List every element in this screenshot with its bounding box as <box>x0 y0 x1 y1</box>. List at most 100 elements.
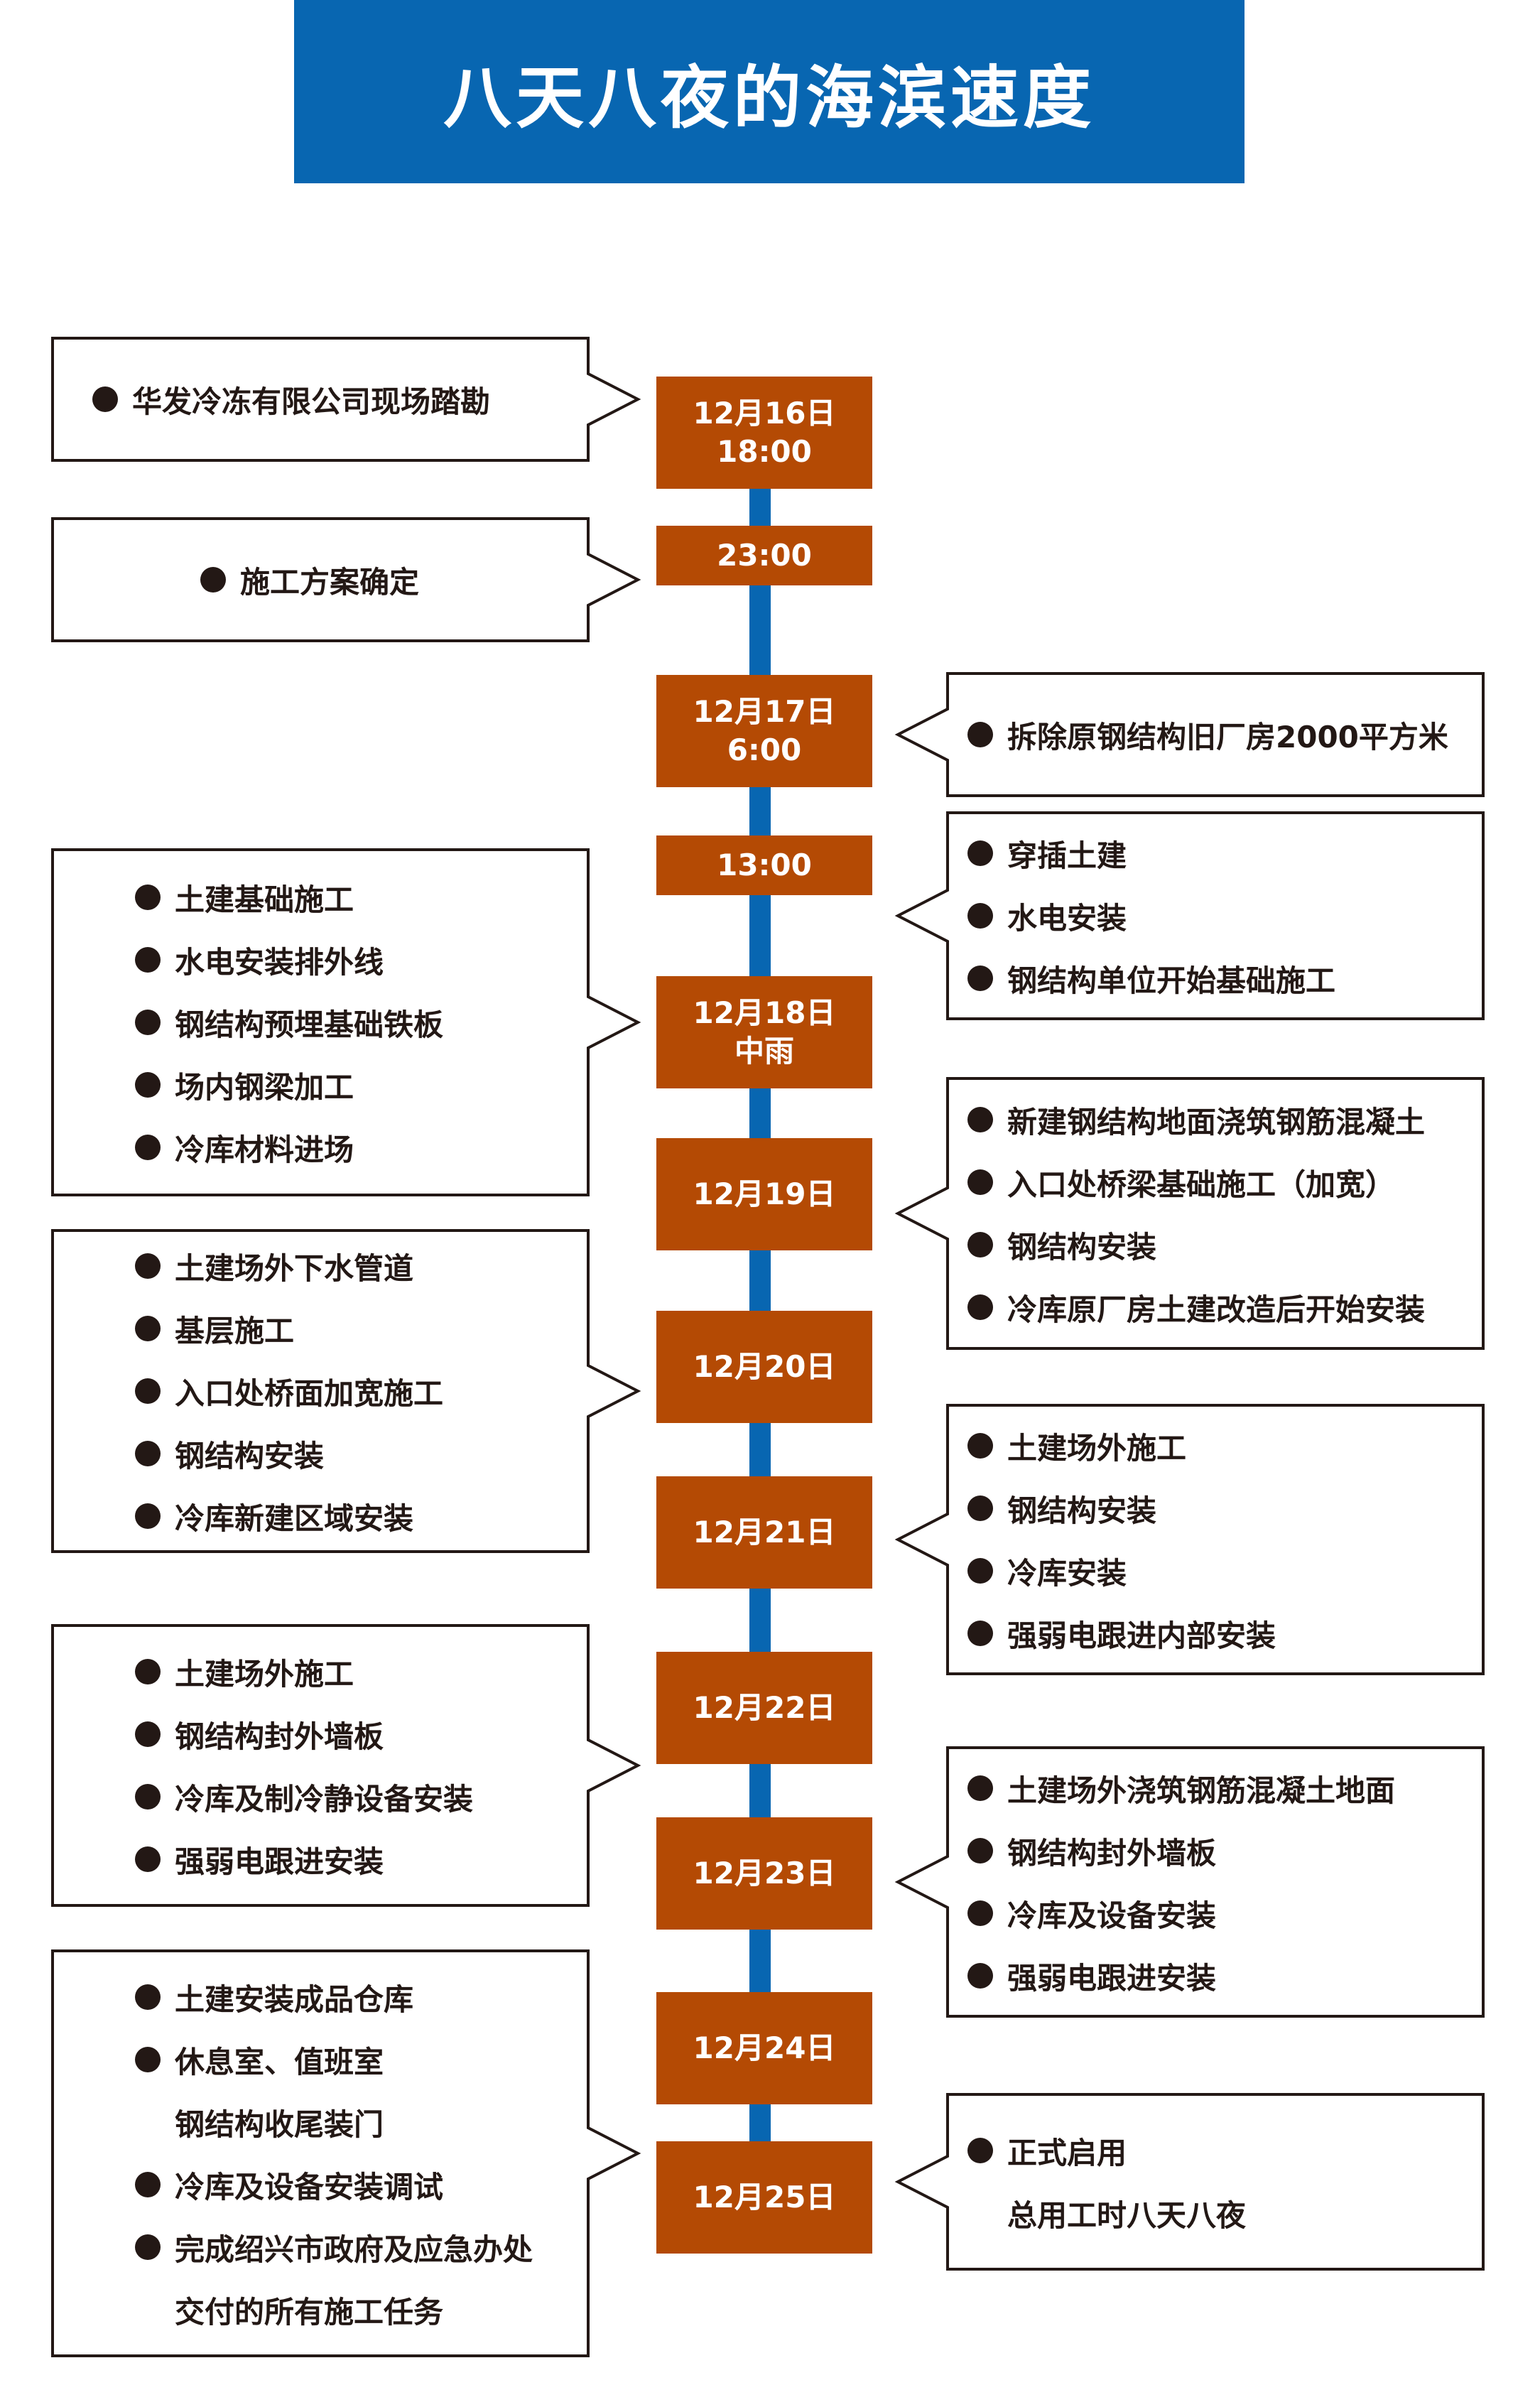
callout-item-list: 土建场外下水管道基层施工入口处桥面加宽施工钢结构安装冷库新建区域安装 <box>51 1229 590 1553</box>
bullet-dot-icon <box>135 1846 161 1872</box>
callout-item-text: 冷库新建区域安装 <box>175 1500 414 1536</box>
callout-box: 土建场外浇筑钢筋混凝土地面钢结构封外墙板冷库及设备安装强弱电跟进安装 <box>894 1746 1485 2018</box>
bullet-dot-icon <box>967 1963 993 1989</box>
callout-item-text: 土建基础施工 <box>175 882 354 917</box>
callout-item: 钢结构收尾装门 <box>135 2091 590 2153</box>
callout-item: 水电安装排外线 <box>135 929 590 991</box>
callout-box: 土建基础施工水电安装排外线钢结构预埋基础铁板场内钢梁加工冷库材料进场 <box>51 848 641 1196</box>
timeline-node-date: 12月23日 <box>693 1856 836 1891</box>
title-banner: 八天八夜的海滨速度 <box>294 0 1245 183</box>
timeline-node: 12月22日 <box>656 1652 872 1764</box>
callout-box: 穿插土建水电安装钢结构单位开始基础施工 <box>894 811 1485 1020</box>
callout-frame <box>894 811 1485 1020</box>
callout-frame <box>51 517 641 642</box>
callout-item-text: 钢结构安装 <box>1007 1229 1157 1265</box>
callout-box: 正式启用总用工时八天八夜 <box>894 2093 1485 2271</box>
callout-item-list: 土建场外施工钢结构封外墙板冷库及制冷静设备安装强弱电跟进安装 <box>51 1624 590 1907</box>
callout-frame <box>894 1746 1485 2018</box>
callout-item-text: 冷库原厂房土建改造后开始安装 <box>1007 1292 1426 1327</box>
timeline-node-date: 13:00 <box>717 848 812 882</box>
callout-item: 土建场外施工 <box>967 1415 1485 1477</box>
callout-frame <box>51 1624 641 1907</box>
callout-item: 冷库原厂房土建改造后开始安装 <box>967 1276 1485 1338</box>
bullet-dot-icon <box>967 2138 993 2163</box>
bullet-dot-icon <box>135 1010 161 1035</box>
callout-item-list: 新建钢结构地面浇筑钢筋混凝土入口处桥梁基础施工（加宽） 钢结构安装冷库原厂房土建改… <box>946 1077 1485 1350</box>
callout-box: 土建场外施工钢结构封外墙板冷库及制冷静设备安装强弱电跟进安装 <box>51 1624 641 1907</box>
bullet-dot-icon <box>135 1316 161 1341</box>
callout-item: 场内钢梁加工 <box>135 1054 590 1116</box>
timeline-node-date: 23:00 <box>717 538 812 573</box>
timeline-node-date: 12月25日 <box>693 2180 836 2214</box>
callout-outline <box>894 811 1485 1020</box>
callout-item-text: 场内钢梁加工 <box>175 1069 354 1105</box>
callout-outline <box>51 337 641 462</box>
callout-item-text: 钢结构预埋基础铁板 <box>175 1007 444 1042</box>
callout-item: 钢结构安装 <box>967 1477 1485 1540</box>
callout-item-text: 土建场外下水管道 <box>175 1250 414 1286</box>
bullet-dot-icon <box>967 1107 993 1132</box>
callout-item-list: 土建场外浇筑钢筋混凝土地面钢结构封外墙板冷库及设备安装强弱电跟进安装 <box>946 1746 1485 2018</box>
callout-outline <box>51 1949 641 2357</box>
callout-item: 钢结构单位开始基础施工 <box>967 947 1485 1010</box>
callout-frame <box>894 1077 1485 1350</box>
timeline-node-date: 12月18日 <box>693 995 836 1030</box>
callout-outline <box>51 517 641 642</box>
callout-item-text: 强弱电跟进安装 <box>1007 1960 1217 1996</box>
callout-item: 冷库新建区域安装 <box>135 1485 590 1547</box>
page-title: 八天八夜的海滨速度 <box>443 58 1095 138</box>
callout-frame <box>51 848 641 1196</box>
callout-frame <box>51 1229 641 1553</box>
callout-item: 冷库材料进场 <box>135 1116 590 1179</box>
callout-item-text: 水电安装排外线 <box>175 944 384 980</box>
callout-item-list: 正式启用总用工时八天八夜 <box>946 2093 1485 2271</box>
timeline-node-time: 中雨 <box>734 1034 794 1069</box>
callout-outline <box>894 2093 1485 2271</box>
callout-item-text: 钢结构安装 <box>1007 1493 1157 1528</box>
callout-item-list: 土建基础施工水电安装排外线钢结构预埋基础铁板场内钢梁加工冷库材料进场 <box>51 848 590 1196</box>
callout-item-text: 强弱电跟进安装 <box>175 1844 384 1879</box>
timeline-node: 12月20日 <box>656 1311 872 1423</box>
bullet-dot-icon <box>967 1558 993 1584</box>
callout-item-text: 正式启用 <box>1007 2135 1127 2170</box>
callout-item-list: 施工方案确定 <box>51 517 590 642</box>
timeline-node: 12月21日 <box>656 1476 872 1589</box>
timeline-node: 23:00 <box>656 526 872 585</box>
bullet-dot-icon <box>967 1621 993 1646</box>
bullet-dot-icon <box>967 1775 993 1801</box>
callout-item: 入口处桥梁基础施工（加宽） <box>967 1151 1485 1213</box>
timeline-node-time: 18:00 <box>717 434 812 469</box>
callout-item: 华发冷冻有限公司现场踏勘 <box>92 368 590 431</box>
callout-item-text: 完成绍兴市政府及应急办处 <box>175 2232 533 2267</box>
timeline-node: 12月19日 <box>656 1138 872 1250</box>
callout-item-text: 休息室、值班室 <box>175 2044 384 2079</box>
bullet-dot-icon <box>135 885 161 910</box>
bullet-dot-icon <box>967 1838 993 1864</box>
callout-box: 华发冷冻有限公司现场踏勘 <box>51 337 641 462</box>
callout-item: 基层施工 <box>135 1297 590 1360</box>
callout-item-list: 土建场外施工钢结构安装冷库安装强弱电跟进内部安装 <box>946 1404 1485 1675</box>
bullet-dot-icon <box>967 1232 993 1257</box>
callout-item-text: 入口处桥面加宽施工 <box>175 1375 444 1411</box>
callout-item-text: 土建安装成品仓库 <box>175 1981 414 2017</box>
callout-item-text: 拆除原钢结构旧厂房2000平方米 <box>1007 719 1448 754</box>
callout-outline <box>51 1229 641 1553</box>
callout-item-text: 新建钢结构地面浇筑钢筋混凝土 <box>1007 1104 1426 1140</box>
callout-box: 土建安装成品仓库休息室、值班室钢结构收尾装门冷库及设备安装调试完成绍兴市政府及应… <box>51 1949 641 2357</box>
callout-item: 强弱电跟进安装 <box>967 1944 1485 2007</box>
callout-item: 土建场外下水管道 <box>135 1235 590 1297</box>
callout-item-text: 强弱电跟进内部安装 <box>1007 1618 1276 1653</box>
callout-item-text: 总用工时八天八夜 <box>1007 2197 1247 2233</box>
timeline-node: 12月25日 <box>656 2141 872 2254</box>
bullet-dot-icon <box>92 386 118 412</box>
callout-item: 钢结构安装 <box>135 1422 590 1485</box>
callout-item: 钢结构预埋基础铁板 <box>135 991 590 1054</box>
callout-box: 拆除原钢结构旧厂房2000平方米 <box>894 672 1485 797</box>
callout-item-text: 基层施工 <box>175 1313 295 1348</box>
callout-item-text: 入口处桥梁基础施工（加宽） <box>1007 1167 1396 1202</box>
bullet-dot-icon <box>135 2172 161 2197</box>
bullet-dot-icon <box>135 1441 161 1466</box>
bullet-dot-icon <box>135 1135 161 1160</box>
